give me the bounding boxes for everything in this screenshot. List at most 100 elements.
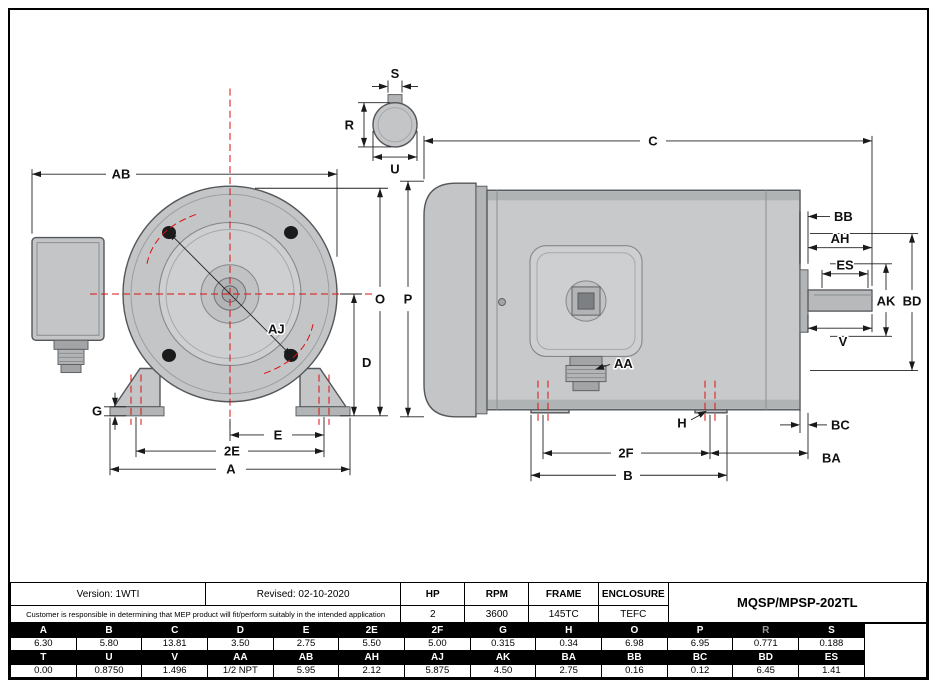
dim-label-a: A (226, 462, 236, 477)
dim-value-cell: 0.8750 (75, 663, 143, 678)
dim-label-ak: AK (877, 294, 896, 309)
spec-header-frame: FRAME (528, 582, 600, 606)
technical-drawing: AB S R U C O P AJ D G E 2E A BB AH ES AK… (31, 64, 923, 484)
dim-value-cell: 0.00 (10, 663, 77, 678)
disclaimer-cell: Customer is responsible in determining t… (10, 605, 402, 623)
dim-header-cell: BA (535, 650, 603, 665)
dim-value-cell: 2.75 (535, 663, 603, 678)
dim-header-cell: AK (469, 650, 537, 665)
dimension-lines (31, 80, 918, 482)
dim-header-cell: BD (732, 650, 800, 665)
conduit-box-side (529, 245, 643, 357)
dim-header-cell: C (141, 623, 209, 638)
conduit-box-front (31, 236, 105, 374)
dimension-table: A B C D E 2E 2F G H O P R S 6.30 5.80 13… (10, 623, 927, 678)
dim-header-cell: G (469, 623, 537, 638)
drawing-sheet: AB S R U C O P AJ D G E 2E A BB AH ES AK… (8, 8, 929, 680)
dim-value-cell: 0.34 (535, 636, 603, 651)
dim-label-c: C (648, 133, 658, 148)
dim-header-cell: B (75, 623, 143, 638)
spec-header-rpm: RPM (464, 582, 530, 606)
dim-label-bc: BC (831, 417, 850, 432)
dim-header-cell: BB (601, 650, 668, 665)
dim-label-r: R (345, 117, 355, 132)
dim-header-cell: E (272, 623, 340, 638)
dim-label-s: S (391, 66, 400, 81)
dim-value-cell: 5.95 (272, 663, 340, 678)
dim-header-cell: O (601, 623, 668, 638)
dim-header-row-2: T U V AA AB AH AJ AK BA BB BC BD ES (10, 650, 927, 665)
dim-label-g: G (92, 403, 102, 418)
dim-value-cell: 0.771 (732, 636, 800, 651)
dim-value-cell: 4.50 (469, 663, 537, 678)
dim-label-e: E (274, 427, 283, 442)
dim-value-cell: 2.75 (272, 636, 340, 651)
dim-label-p: P (404, 291, 413, 306)
spec-value-frame: 145TC (528, 605, 600, 623)
spec-header-enclosure: ENCLOSURE (598, 582, 669, 606)
dim-header-cell: AJ (404, 650, 471, 665)
dim-header-cell: P (666, 623, 734, 638)
dim-label-h: H (677, 415, 686, 430)
blank-cell (863, 623, 927, 678)
dim-value-cell: 0.188 (798, 636, 865, 651)
centerlines (90, 88, 716, 433)
dim-value-row-2: 0.00 0.8750 1.496 1/2 NPT 5.95 2.12 5.87… (10, 663, 927, 678)
spec-value-hp: 2 (400, 605, 466, 623)
dim-value-cell: 13.81 (141, 636, 209, 651)
dim-value-cell: 1.41 (798, 663, 865, 678)
dim-value-cell: 5.875 (404, 663, 471, 678)
dim-header-row-1: A B C D E 2E 2F G H O P R S (10, 623, 927, 678)
dim-value-cell: 1.496 (141, 663, 209, 678)
dim-value-cell: 0.315 (469, 636, 537, 651)
title-block-table: Version: 1WTI Revised: 02-10-2020 HP RPM… (10, 582, 927, 623)
dim-label-aa: AA (614, 356, 633, 371)
version-cell: Version: 1WTI (10, 582, 207, 606)
dim-header-cell: ES (798, 650, 865, 665)
dim-value-cell: 5.00 (404, 636, 471, 651)
dim-header-cell: AA (207, 650, 274, 665)
dim-label-b: B (623, 468, 632, 483)
dim-value-cell: 6.98 (601, 636, 668, 651)
dim-value-cell: 6.30 (10, 636, 77, 651)
dim-value-cell: 2.12 (338, 663, 406, 678)
dim-label-bb: BB (834, 209, 853, 224)
dim-header-cell: 2E (338, 623, 406, 638)
dim-header-cell: T (10, 650, 77, 665)
dim-header-cell: U (75, 650, 143, 665)
dim-value-cell: 5.80 (75, 636, 143, 651)
front-view (31, 185, 351, 417)
spec-value-enclosure: TEFC (598, 605, 669, 623)
dim-label-d: D (362, 355, 371, 370)
dim-label-2e: 2E (224, 444, 240, 459)
dim-value-cell: 6.95 (666, 636, 734, 651)
dim-header-cell: BC (666, 650, 734, 665)
dim-label-bd: BD (903, 294, 922, 309)
dim-label-v: V (839, 334, 848, 349)
dim-label-aj: AJ (268, 322, 285, 337)
dim-header-cell: AB (272, 650, 340, 665)
fan-cover (423, 182, 477, 418)
dim-label-ah: AH (831, 231, 850, 246)
dim-value-cell: 0.16 (601, 663, 668, 678)
dim-header-cell: AH (338, 650, 406, 665)
dim-value-cell: 1/2 NPT (207, 663, 274, 678)
dim-value-cell: 3.50 (207, 636, 274, 651)
dim-value-cell: 6.45 (732, 663, 800, 678)
dim-header-cell: V (141, 650, 209, 665)
dim-header-cell: 2F (404, 623, 471, 638)
dim-header-cell: A (10, 623, 77, 638)
dimension-labels: AB S R U C O P AJ D G E 2E A BB AH ES AK… (90, 64, 922, 484)
dim-label-es: ES (836, 257, 854, 272)
dim-header-cell: H (535, 623, 603, 638)
shaft-end-view (372, 94, 418, 148)
spec-header-hp: HP (400, 582, 466, 606)
revised-cell: Revised: 02-10-2020 (205, 582, 402, 606)
dim-header-cell: D (207, 623, 274, 638)
dim-label-ba: BA (822, 451, 841, 466)
dim-header-cell: S (798, 623, 865, 638)
dim-label-2f: 2F (618, 446, 633, 461)
dim-label-o: O (375, 291, 385, 306)
dim-value-row-1: 6.30 5.80 13.81 3.50 2.75 5.50 5.00 0.31… (10, 636, 927, 651)
model-number: MQSP/MPSP-202TL (667, 582, 927, 623)
